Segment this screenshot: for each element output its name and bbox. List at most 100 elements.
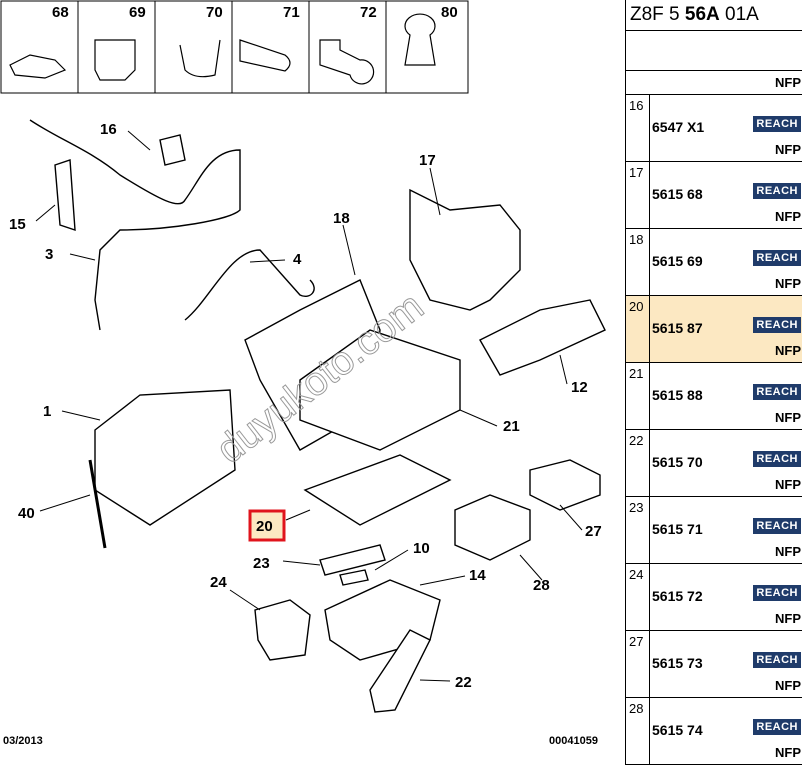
callout-10[interactable]: 10 — [413, 540, 430, 557]
foam-22 — [369, 629, 431, 713]
part-reference: 5615 87 — [652, 320, 703, 336]
callout-18[interactable]: 18 — [333, 210, 350, 227]
part-status: NFP — [775, 209, 801, 224]
part-row-number: 22 — [626, 430, 650, 496]
part-row-number: 21 — [626, 363, 650, 429]
panel-header: Z8F 5 56A 01A — [626, 0, 802, 31]
clip-68-drawing — [9, 54, 67, 79]
part-status: NFP — [775, 745, 801, 760]
foam-28 — [454, 494, 531, 561]
bracket-12 — [479, 299, 606, 376]
header-suffix: 01A — [719, 4, 759, 25]
footer-date: 03/2013 — [3, 735, 43, 747]
bracket-16 — [159, 134, 186, 166]
callout-20-highlight[interactable] — [248, 509, 286, 542]
foam-27 — [529, 459, 601, 511]
part-status: NFP — [775, 678, 801, 693]
callout-28[interactable]: 28 — [533, 577, 550, 594]
callout-40[interactable]: 40 — [18, 505, 35, 522]
drain-tube-40 — [88, 459, 107, 549]
part-reference: 5615 74 — [652, 722, 703, 738]
part-status: NFP — [775, 410, 801, 425]
callout-20[interactable]: 20 — [256, 518, 273, 535]
reach-badge: REACH — [753, 116, 801, 132]
part-reference: 5615 73 — [652, 655, 703, 671]
clip-70-drawing — [179, 39, 221, 78]
callout-16[interactable]: 16 — [100, 121, 117, 138]
callout-27[interactable]: 27 — [585, 523, 602, 540]
reach-badge: REACH — [753, 183, 801, 199]
callout-12[interactable]: 12 — [571, 379, 588, 396]
part-row-number: 16 — [626, 95, 650, 161]
exploded-parts-diagram: 68 69 70 71 72 80 — [0, 0, 606, 747]
mat-20 — [303, 454, 452, 526]
footer-code: 00041059 — [549, 735, 598, 747]
header-prefix: Z8F 5 — [630, 4, 685, 25]
callout-24[interactable]: 24 — [210, 574, 227, 591]
reach-badge: REACH — [753, 451, 801, 467]
callout-15[interactable]: 15 — [9, 216, 26, 233]
callout-4[interactable]: 4 — [293, 251, 302, 268]
reach-badge: REACH — [753, 652, 801, 668]
reach-badge: REACH — [753, 384, 801, 400]
box-label-69: 69 — [129, 4, 146, 21]
clip-80-drawing — [404, 13, 436, 66]
part-status: NFP — [775, 343, 801, 358]
bracket-15 — [54, 159, 76, 231]
part-reference: 5615 71 — [652, 521, 703, 537]
part-row-number: 18 — [626, 229, 650, 295]
header-gap — [626, 31, 802, 71]
clip-10 — [339, 569, 369, 586]
accessory-strip — [0, 0, 469, 94]
part-status: NFP — [775, 142, 801, 157]
first-row: NFP — [626, 70, 802, 95]
box-label-80: 80 — [441, 4, 458, 21]
part-row-number: 27 — [626, 631, 650, 697]
first-row-status: NFP — [775, 75, 801, 90]
part-status: NFP — [775, 276, 801, 291]
part-row-number: 23 — [626, 497, 650, 563]
part-reference: 6547 X1 — [652, 119, 705, 135]
cable-4 — [184, 249, 315, 321]
header-bold: 56A — [684, 4, 720, 25]
wiring-harness-3 — [29, 119, 241, 331]
clip-71-drawing — [239, 39, 291, 72]
callout-17[interactable]: 17 — [419, 152, 436, 169]
callout-21[interactable]: 21 — [503, 418, 520, 435]
box-label-70: 70 — [206, 4, 223, 21]
cover-17 — [409, 188, 521, 311]
part-row-number: 20 — [626, 296, 650, 362]
reach-badge: REACH — [753, 585, 801, 601]
reach-badge: REACH — [753, 518, 801, 534]
pad-23 — [319, 544, 386, 576]
callout-23[interactable]: 23 — [253, 555, 270, 572]
callout-3[interactable]: 3 — [45, 246, 53, 263]
foam-24 — [254, 599, 311, 661]
part-reference: 5615 72 — [652, 588, 703, 604]
part-row-number: 17 — [626, 162, 650, 228]
callout-1[interactable]: 1 — [43, 403, 51, 420]
reach-badge: REACH — [753, 317, 801, 333]
part-status: NFP — [775, 544, 801, 559]
part-row-number: 28 — [626, 698, 650, 764]
box-label-71: 71 — [283, 4, 300, 21]
callout-14[interactable]: 14 — [469, 567, 486, 584]
callout-22[interactable]: 22 — [455, 674, 472, 691]
diagram-canvas: 68 69 70 71 72 80 — [0, 0, 606, 747]
reach-badge: REACH — [753, 719, 801, 735]
part-reference: 5615 69 — [652, 253, 703, 269]
battery-1 — [94, 389, 236, 526]
reach-badge: REACH — [753, 250, 801, 266]
part-reference: 5615 88 — [652, 387, 703, 403]
